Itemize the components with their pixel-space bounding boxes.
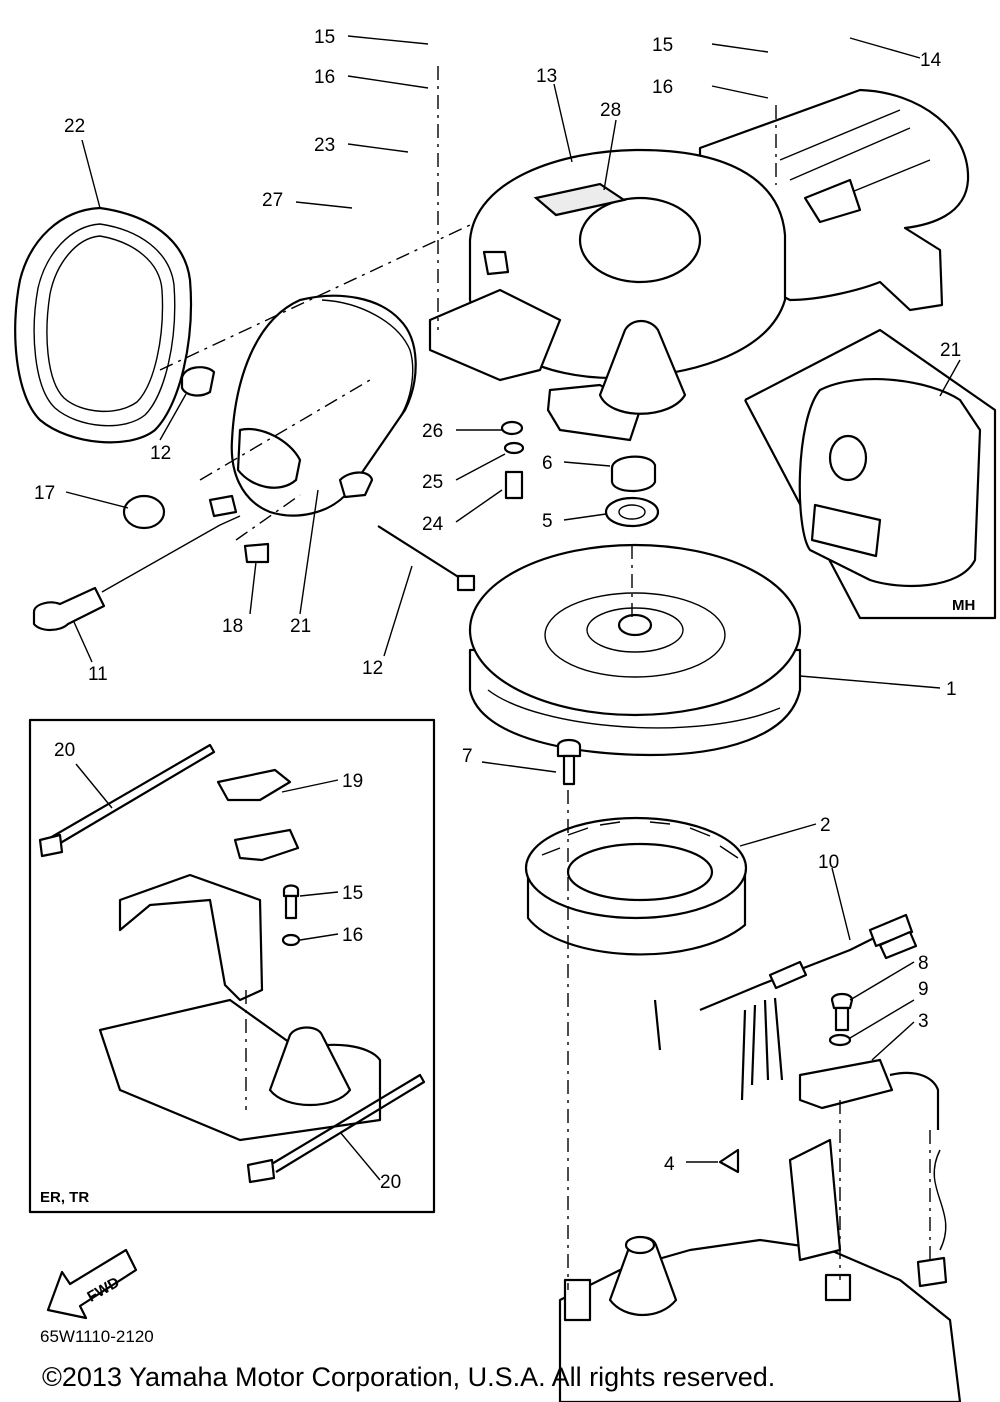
- callout-2: 2: [820, 815, 831, 836]
- er-tr-inset: [28, 718, 436, 1214]
- callout-27: 27: [262, 190, 283, 211]
- seal-ring: [14, 206, 193, 444]
- diagram-code: 65W1110-2120: [40, 1327, 154, 1346]
- callout-26: 26: [422, 421, 443, 442]
- callout-18: 18: [222, 616, 243, 637]
- leader-lines: [65, 35, 961, 1181]
- callout-10: 10: [818, 852, 839, 873]
- cable-tie-upper: [377, 525, 476, 592]
- flywheel: [468, 543, 802, 757]
- harness: [653, 913, 918, 1101]
- small-parts-left: [32, 366, 270, 632]
- callout-23: 23: [314, 135, 335, 156]
- callout-8: 8: [918, 953, 929, 974]
- callout-24: 24: [422, 514, 444, 535]
- callout-7: 7: [462, 746, 473, 767]
- stator: [524, 816, 748, 956]
- callout-20: 20: [380, 1172, 401, 1193]
- copyright-notice: ©2013 Yamaha Motor Corporation, U.S.A. A…: [42, 1362, 775, 1392]
- callout-22: 22: [64, 116, 85, 137]
- mh-inset: [744, 328, 997, 620]
- variant-tag-mh: MH: [952, 597, 975, 614]
- screw-7: [556, 738, 582, 786]
- callout-20: 20: [54, 740, 75, 761]
- callout-12: 12: [362, 658, 383, 679]
- callout-21: 21: [940, 340, 961, 361]
- callout-12: 12: [150, 443, 171, 464]
- callout-labels: 15 16 13 15 14 16 22 23 28 27 21 12 26 6…: [34, 27, 961, 1193]
- silencer: [230, 294, 417, 517]
- callout-11: 11: [88, 664, 108, 685]
- callout-15: 15: [342, 883, 363, 904]
- variant-tag-er-tr: ER, TR: [40, 1189, 89, 1206]
- callout-6: 6: [542, 453, 553, 474]
- pulser-coil: [798, 992, 940, 1130]
- fwd-arrow-icon: FWD: [46, 1248, 138, 1320]
- hardware-stack: [500, 420, 660, 528]
- callout-4: 4: [664, 1154, 675, 1175]
- callout-14: 14: [920, 50, 942, 71]
- callout-15: 15: [314, 27, 335, 48]
- callout-1: 1: [946, 679, 957, 700]
- callout-16: 16: [342, 925, 363, 946]
- callout-21: 21: [290, 616, 311, 637]
- callout-9: 9: [918, 979, 929, 1000]
- callout-3: 3: [918, 1011, 929, 1032]
- callout-19: 19: [342, 771, 363, 792]
- callout-15: 15: [652, 35, 673, 56]
- callout-5: 5: [542, 511, 553, 532]
- callout-16: 16: [652, 77, 673, 98]
- crankcase: [558, 1138, 962, 1402]
- callout-13: 13: [536, 66, 557, 87]
- callout-17: 17: [34, 483, 55, 504]
- callout-28: 28: [600, 100, 621, 121]
- flywheel-cover: [428, 88, 970, 442]
- assembly-lines: [159, 66, 931, 1290]
- callout-16: 16: [314, 67, 335, 88]
- callout-25: 25: [422, 472, 443, 493]
